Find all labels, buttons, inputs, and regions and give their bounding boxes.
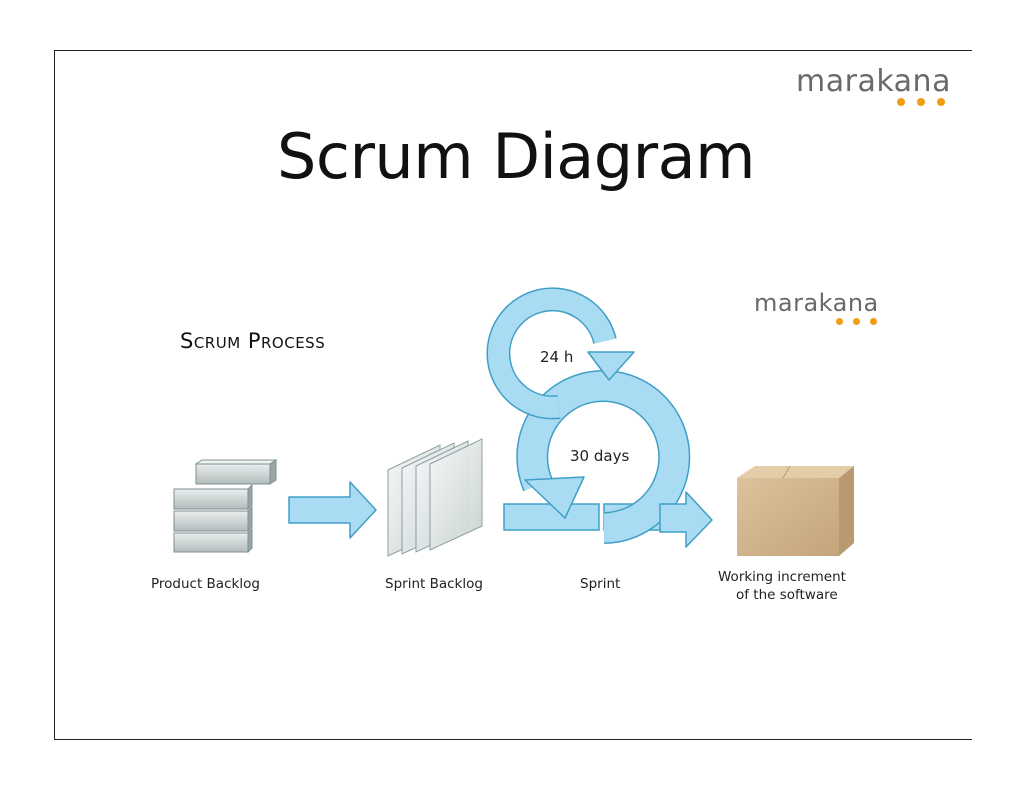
stage-label-sprint-backlog: Sprint Backlog: [385, 576, 483, 592]
cycle-label-30-days: 30 days: [570, 447, 629, 465]
sprint-backlog-sheets-icon: [388, 439, 482, 556]
product-backlog-stack-icon: [174, 460, 276, 552]
stage-label-working-increment-line2: of the software: [736, 587, 838, 603]
stage-label-product-backlog: Product Backlog: [151, 576, 260, 592]
stage-label-sprint: Sprint: [580, 576, 620, 592]
software-box-icon: [737, 466, 854, 556]
cycle-label-24h: 24 h: [540, 348, 573, 366]
flow-arrow-1-icon: [289, 482, 376, 538]
stage-label-working-increment-line1: Working increment: [718, 569, 846, 585]
